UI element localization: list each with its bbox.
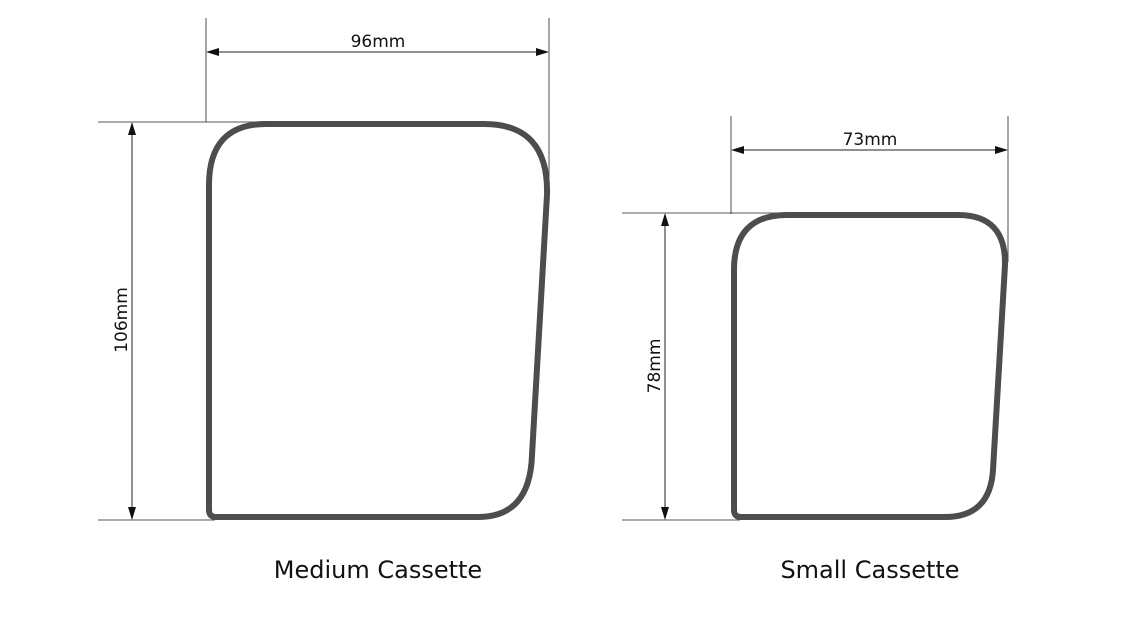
- medium-width-arrow-left: [206, 48, 219, 56]
- small-cassette-caption: Small Cassette: [780, 556, 960, 584]
- medium-cassette-caption: Medium Cassette: [273, 556, 483, 584]
- small-width-arrow-left: [731, 146, 744, 154]
- small-width-arrow-right: [995, 146, 1008, 154]
- small-cassette-group: 73mm 78mm: [622, 116, 1009, 521]
- small-cassette-outline: [731, 212, 1009, 520]
- medium-height-arrow-bottom: [128, 507, 136, 520]
- medium-cassette-outline: [206, 121, 551, 520]
- small-width-label: 73mm: [843, 130, 898, 150]
- medium-height-arrow-top: [128, 122, 136, 135]
- medium-cassette-group: 96mm 106mm: [98, 18, 551, 521]
- small-height-label: 78mm: [645, 339, 665, 394]
- small-height-arrow-bottom: [661, 507, 669, 520]
- medium-width-label: 96mm: [351, 32, 406, 52]
- medium-width-arrow-right: [536, 48, 549, 56]
- medium-height-label: 106mm: [112, 287, 132, 353]
- small-height-arrow-top: [661, 213, 669, 226]
